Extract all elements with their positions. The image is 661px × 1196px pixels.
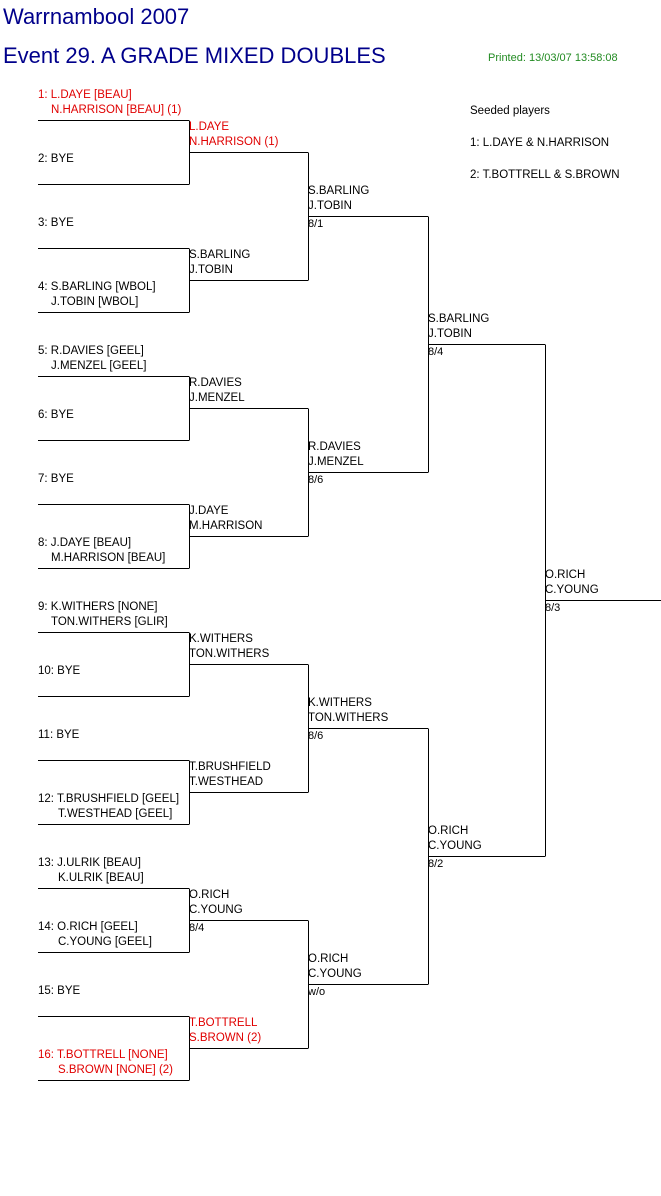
entrant-line-1: K.WITHERS <box>189 633 253 645</box>
entrant-line-1: 14: O.RICH [GEEL] <box>38 921 138 933</box>
entrant-line-1: 6: BYE <box>38 409 74 421</box>
entrant-line-1: 3: BYE <box>38 217 74 229</box>
entrant-line-2: N.HARRISON [BEAU] (1) <box>51 104 182 116</box>
entrant-line-2: C.YOUNG [GEEL] <box>58 936 152 948</box>
entrant-line-1: 16: T.BOTTRELL [NONE] <box>38 1049 168 1061</box>
entrant-line-1: 2: BYE <box>38 153 74 165</box>
entrant-line-1: O.RICH <box>428 825 469 837</box>
entrant-line-2: S.BROWN [NONE] (2) <box>58 1064 174 1076</box>
match-score: 8/4 <box>189 922 205 934</box>
event-title: Event 29. A GRADE MIXED DOUBLES <box>3 43 386 68</box>
entrant-line-2: K.ULRIK [BEAU] <box>58 872 144 884</box>
entrant-line-1: K.WITHERS <box>308 697 372 709</box>
entrant-line-1: T.BOTTRELL <box>189 1017 258 1029</box>
entrant-line-1: J.DAYE <box>189 505 229 517</box>
entrant-line-2: T.WESTHEAD [GEEL] <box>58 808 173 820</box>
match-score: 8/4 <box>428 346 444 358</box>
entrant-line-1: 7: BYE <box>38 473 74 485</box>
entrant-line-1: L.DAYE <box>189 121 230 133</box>
entrant-line-1: O.RICH <box>308 953 349 965</box>
entrant-line-2: J.TOBIN <box>308 200 352 212</box>
seeded-heading: Seeded players <box>470 105 550 117</box>
entrant-line-1: 15: BYE <box>38 985 81 997</box>
entrant-line-2: M.HARRISON [BEAU] <box>51 552 166 564</box>
printed-timestamp: Printed: 13/03/07 13:58:08 <box>488 52 618 64</box>
entrant-line-1: R.DAVIES <box>189 377 242 389</box>
entrant-line-2: J.MENZEL [GEEL] <box>51 360 147 372</box>
entrant-line-2: S.BROWN (2) <box>189 1032 262 1044</box>
entrant-line-1: 10: BYE <box>38 665 81 677</box>
entrant-line-2: J.TOBIN [WBOL] <box>51 296 139 308</box>
entrant-line-1: 11: BYE <box>38 729 80 741</box>
entrant-line-1: T.BRUSHFIELD <box>189 761 271 773</box>
entrant-line-1: O.RICH <box>189 889 230 901</box>
match-score: 8/6 <box>308 730 324 742</box>
entrant-line-2: N.HARRISON (1) <box>189 136 279 148</box>
entrant-line-1: 4: S.BARLING [WBOL] <box>38 281 156 293</box>
entrant-line-2: J.MENZEL <box>189 392 245 404</box>
entrant-line-2: TON.WITHERS <box>308 712 389 724</box>
entrant-line-1: S.BARLING <box>308 185 370 197</box>
entrant-line-2: TON.WITHERS <box>189 648 270 660</box>
entrant-line-1: 5: R.DAVIES [GEEL] <box>38 345 144 357</box>
tournament-title: Warrnambool 2007 <box>3 4 190 29</box>
match-score: 8/3 <box>545 602 561 614</box>
match-score: 8/6 <box>308 474 324 486</box>
seeded-player-1: 1: L.DAYE & N.HARRISON <box>470 137 610 149</box>
seeded-player-2: 2: T.BOTTRELL & S.BROWN <box>470 169 620 181</box>
entrant-line-2: C.YOUNG <box>308 968 362 980</box>
entrant-line-2: J.TOBIN <box>189 264 233 276</box>
entrant-line-1: S.BARLING <box>189 249 251 261</box>
entrant-line-1: S.BARLING <box>428 313 490 325</box>
match-score: 8/1 <box>308 218 324 230</box>
entrant-line-2: J.MENZEL <box>308 456 364 468</box>
entrant-line-2: C.YOUNG <box>545 584 599 596</box>
entrant-line-2: C.YOUNG <box>428 840 482 852</box>
match-score: 8/2 <box>428 858 444 870</box>
entrant-line-2: C.YOUNG <box>189 904 243 916</box>
entrant-line-1: 12: T.BRUSHFIELD [GEEL] <box>38 793 180 805</box>
entrant-line-2: J.TOBIN <box>428 328 472 340</box>
entrant-line-1: 8: J.DAYE [BEAU] <box>38 537 132 549</box>
entrant-line-1: 9: K.WITHERS [NONE] <box>38 601 158 613</box>
match-score: w/o <box>308 986 326 998</box>
entrant-line-1: R.DAVIES <box>308 441 361 453</box>
entrant-line-1: 1: L.DAYE [BEAU] <box>38 89 132 101</box>
entrant-line-1: O.RICH <box>545 569 586 581</box>
entrant-line-1: 13: J.ULRIK [BEAU] <box>38 857 141 869</box>
entrant-line-2: TON.WITHERS [GLIR] <box>51 616 168 628</box>
entrant-line-2: T.WESTHEAD <box>189 776 264 788</box>
entrant-line-2: M.HARRISON <box>189 520 263 532</box>
